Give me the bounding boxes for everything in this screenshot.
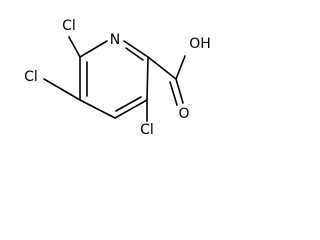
substituent-bonds [43, 36, 186, 122]
chlorine-label-middle-left: Cl [24, 69, 38, 85]
carbonyl-oxygen-label: O [178, 106, 189, 122]
bond-n-c2-inner [125, 47, 144, 61]
molecule-canvas: N Cl Cl Cl OH O [0, 0, 212, 155]
structural-formula: N Cl Cl Cl OH O [24, 18, 211, 138]
nitrogen-label: N [110, 32, 120, 48]
bond-c5-cl [43, 78, 81, 101]
bond-c-o-double-inner [169, 81, 178, 106]
chlorine-label-bottom: Cl [140, 122, 154, 138]
bond-c2-c3 [146, 56, 149, 101]
bond-c6-cl [68, 36, 81, 58]
bond-c2-carboxyl [147, 56, 177, 80]
bond-c-oh [175, 55, 186, 80]
bond-c3-c4 [114, 99, 148, 119]
bond-c6-n [79, 40, 108, 58]
bond-c4-c5 [79, 99, 116, 119]
bond-c3-c4-inner [115, 96, 142, 112]
pyridine-ring [79, 40, 149, 119]
hydroxyl-label: OH [189, 36, 211, 52]
bond-c-o-double [175, 78, 184, 104]
bond-n-c2 [123, 40, 149, 58]
chlorine-label-upper-left: Cl [62, 18, 76, 34]
